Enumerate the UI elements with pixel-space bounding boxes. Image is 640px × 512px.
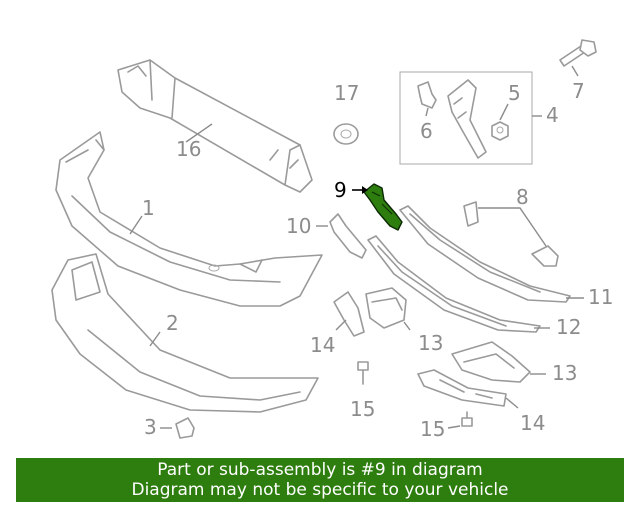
callout-15a: 15 — [350, 397, 375, 421]
callout-13a: 13 — [418, 331, 443, 355]
part-15-screws — [357, 361, 473, 429]
parts-diagram: 1 2 3 4 5 6 7 8 9 10 11 12 13 13 14 14 1… — [51, 39, 613, 441]
part-2-lower-cover — [51, 253, 319, 413]
part-10-bracket — [316, 213, 367, 259]
callout-3: 3 — [144, 415, 157, 439]
part-14-brackets — [333, 291, 519, 409]
callout-15b: 15 — [420, 417, 445, 441]
callout-16: 16 — [176, 137, 201, 161]
banner-line-2: Diagram may not be specific to your vehi… — [131, 480, 509, 500]
callout-5: 5 — [508, 81, 521, 105]
callout-14a: 14 — [310, 333, 335, 357]
part-6-clip — [417, 81, 437, 117]
part-9-bracket-highlighted — [352, 183, 403, 231]
part-4-bracket-box — [399, 71, 542, 165]
callout-14b: 14 — [520, 411, 545, 435]
part-1-bumper-cover — [55, 131, 323, 307]
callout-2: 2 — [166, 311, 179, 335]
callout-8: 8 — [516, 185, 529, 209]
part-3-tow-cover — [160, 417, 195, 439]
part-5-nut — [491, 103, 509, 141]
callout-11: 11 — [588, 285, 613, 309]
callout-7: 7 — [572, 79, 585, 103]
part-13-sensor-module — [365, 287, 411, 331]
callout-12: 12 — [556, 315, 581, 339]
part-17-grommet — [333, 123, 359, 145]
info-banner: Part or sub-assembly is #9 in diagram Di… — [16, 458, 624, 502]
callout-9: 9 — [334, 178, 347, 202]
part-16-reinforcement-beam — [117, 59, 313, 193]
part-7-bolt — [559, 39, 597, 77]
part-13-lower-bracket — [451, 341, 546, 383]
banner-line-1: Part or sub-assembly is #9 in diagram — [157, 460, 483, 480]
callout-1: 1 — [142, 196, 155, 220]
part-8-clips — [463, 201, 559, 267]
callout-10: 10 — [286, 214, 311, 238]
part-12-trim-strip — [367, 235, 550, 333]
callout-4: 4 — [546, 103, 559, 127]
callout-13b: 13 — [552, 361, 577, 385]
callout-17: 17 — [334, 81, 359, 105]
part-11-trim-strip — [399, 205, 584, 303]
callout-6: 6 — [420, 119, 433, 143]
